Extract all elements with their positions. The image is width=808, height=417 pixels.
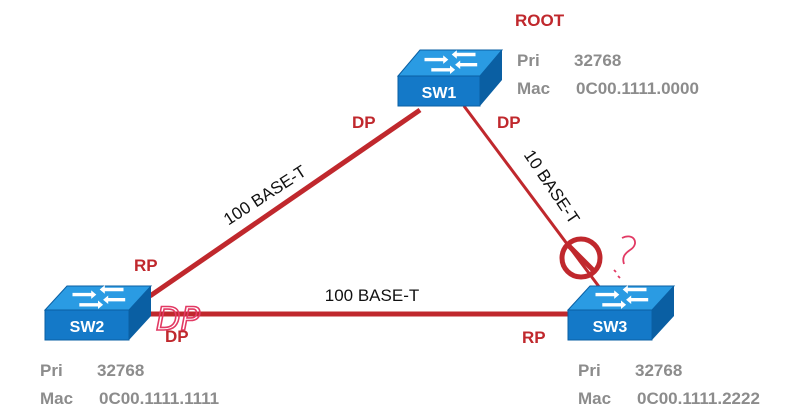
link-sw1-sw2 <box>148 107 422 299</box>
switch-label-sw1: SW1 <box>422 85 457 102</box>
sw2-mac-label: Mac <box>40 389 73 408</box>
sw2-mac-value: 0C00.1111.1111 <box>99 389 219 408</box>
switch-label-sw3: SW3 <box>593 319 628 336</box>
port-role-sw1-to-sw3: DP <box>497 113 521 132</box>
switch-sw2: SW2 <box>43 285 153 341</box>
sw2-pri-label: Pri <box>40 361 63 380</box>
sw1-pri-value: 32768 <box>574 51 621 70</box>
sw3-pri-label: Pri <box>578 361 601 380</box>
sw1-mac-label: Mac <box>517 79 550 98</box>
port-role-sw2-to-sw3: DP <box>165 327 189 346</box>
no-entry-icon <box>559 236 603 280</box>
sw3-mac-value: 0C00.1111.2222 <box>637 389 760 408</box>
switch-sw3: SW3 <box>566 285 676 341</box>
port-role-sw3-to-sw2: RP <box>522 328 546 347</box>
link-label-sw1-sw3: 10 BASE-T <box>520 146 583 227</box>
switch-sw1: SW1 <box>396 49 504 107</box>
port-role-sw2-to-sw1: RP <box>134 256 158 275</box>
link-label-sw2-sw3: 100 BASE-T <box>325 286 420 305</box>
sw1-pri-label: Pri <box>517 51 540 70</box>
link-sw1-sw3 <box>462 105 602 289</box>
handwritten-note: DP <box>156 300 201 338</box>
sw1-mac-value: 0C00.1111.0000 <box>576 79 699 98</box>
handwritten-scribble <box>613 235 636 279</box>
port-role-sw1-to-sw2: DP <box>352 113 376 132</box>
root-label: ROOT <box>515 11 565 30</box>
sw3-mac-label: Mac <box>578 389 611 408</box>
switch-label-sw2: SW2 <box>70 319 105 336</box>
sw3-pri-value: 32768 <box>635 361 682 380</box>
sw2-pri-value: 32768 <box>97 361 144 380</box>
